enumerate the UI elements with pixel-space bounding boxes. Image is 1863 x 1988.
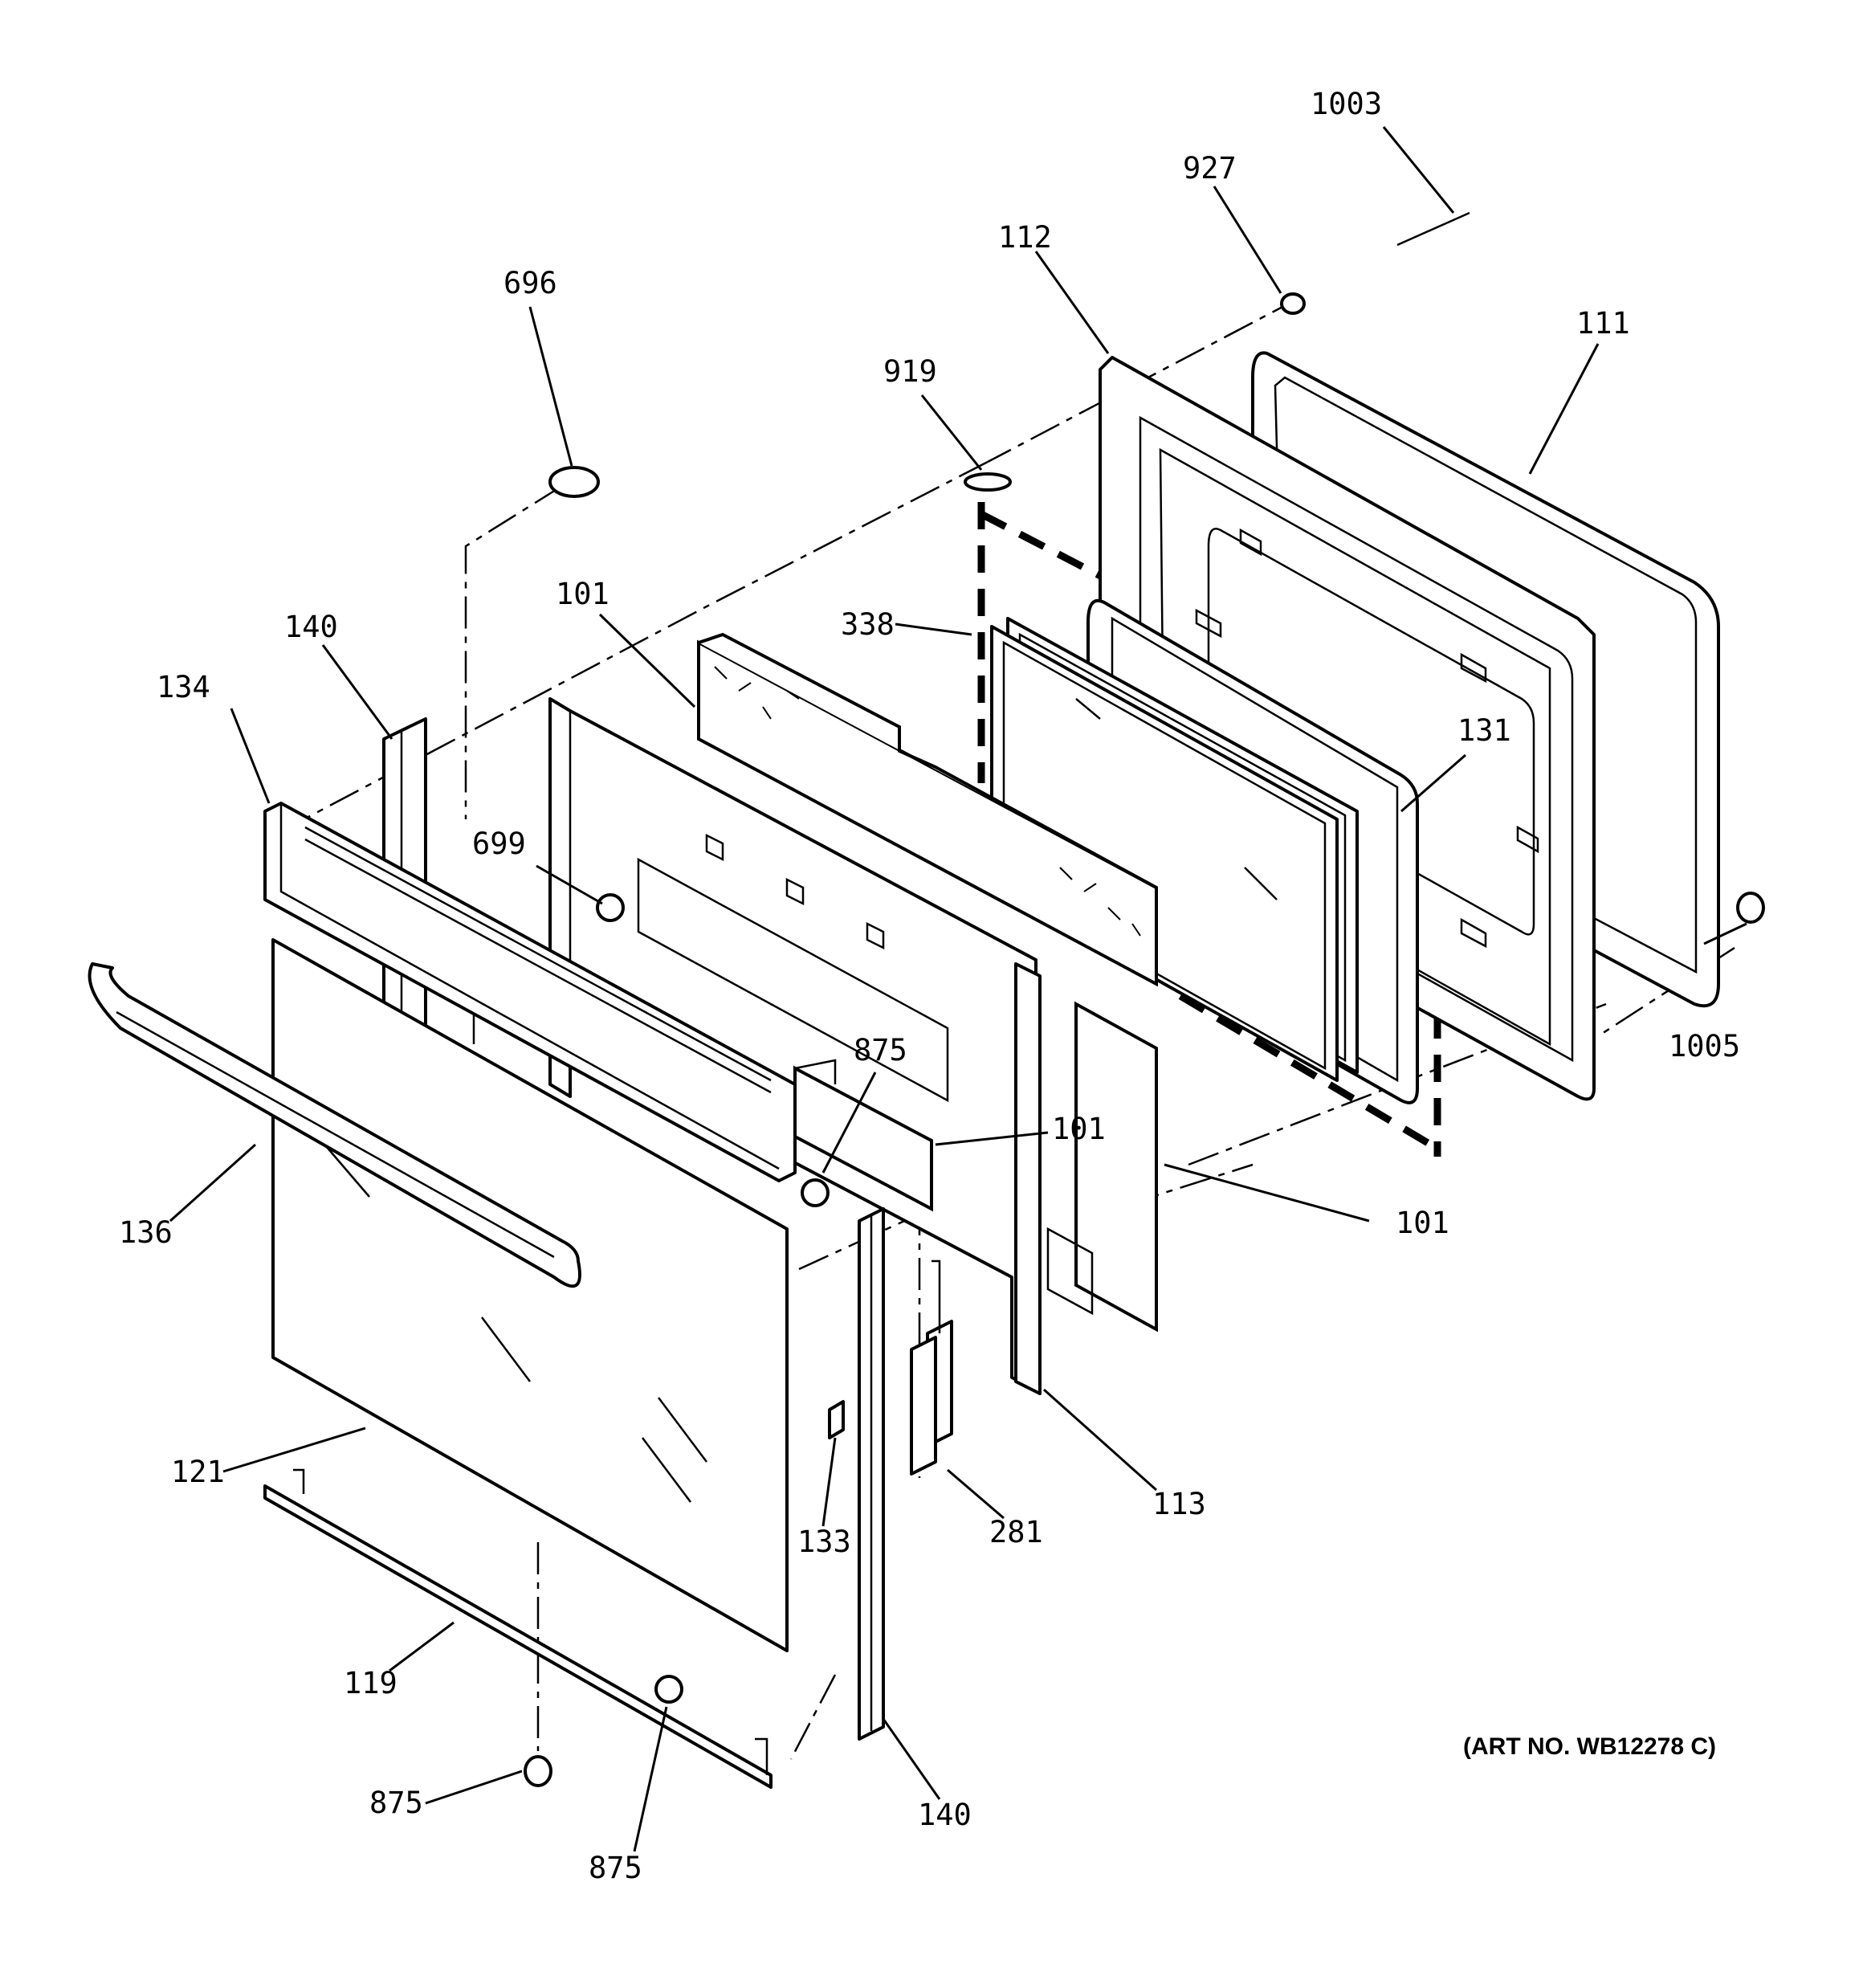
screw-1003 (1396, 211, 1470, 247)
hinge-281 (910, 1259, 953, 1476)
label-134: 134 (157, 670, 210, 704)
screw-1005 (1736, 892, 1765, 924)
outer-door-glass-121 (271, 938, 789, 1652)
label-119: 119 (344, 1666, 397, 1700)
door-vent-trim-134 (263, 802, 797, 1182)
screw-875-bottom (654, 1675, 683, 1704)
hinge-channel-140-right (858, 1207, 885, 1741)
label-140-top: 140 (284, 610, 338, 644)
insulation-block-101-top (697, 632, 1158, 987)
label-875-center: 875 (854, 1033, 907, 1067)
pin-919 (964, 472, 1012, 492)
washer-927 (1280, 292, 1306, 315)
clip-133 (828, 1400, 845, 1439)
label-1005: 1005 (1669, 1029, 1740, 1063)
label-140-bottom: 140 (918, 1798, 972, 1832)
door-handle-136 (88, 962, 581, 1288)
label-133: 133 (797, 1525, 851, 1559)
label-1003: 1003 (1311, 87, 1382, 121)
label-699: 699 (472, 827, 526, 861)
label-338: 338 (841, 607, 895, 642)
insulation-speckle (714, 666, 1141, 937)
label-281: 281 (989, 1515, 1043, 1549)
leader-lines (169, 126, 1747, 1852)
label-696: 696 (503, 266, 557, 300)
inner-door-panel-113 (548, 697, 1042, 1395)
screw-699 (596, 893, 625, 922)
screw-696 (548, 466, 600, 498)
label-101-top: 101 (556, 577, 609, 611)
label-111: 111 (1576, 306, 1630, 341)
bottom-trim-119 (263, 1468, 773, 1789)
label-136: 136 (119, 1215, 173, 1250)
label-919: 919 (883, 354, 937, 389)
label-875-left: 875 (369, 1786, 423, 1820)
label-927: 927 (1183, 151, 1237, 186)
label-101-middle: 101 (1052, 1112, 1106, 1146)
label-875-bottom: 875 (589, 1851, 642, 1885)
label-112: 112 (998, 220, 1052, 255)
screw-875-bottom-left (524, 1755, 552, 1787)
insulation-side-101-right (1046, 1001, 1158, 1333)
label-131: 131 (1457, 713, 1511, 748)
part-labels: 1003 927 112 111 696 919 101 338 140 134… (119, 87, 1740, 1885)
label-113: 113 (1152, 1487, 1206, 1521)
label-101-bottom: 101 (1396, 1206, 1449, 1240)
screw-875-center (801, 1178, 830, 1207)
window-glass-assembly (990, 617, 1359, 1082)
art-number: (ART NO. WB12278 C) (1463, 1733, 1716, 1760)
label-121: 121 (171, 1455, 225, 1489)
fasteners (524, 211, 1765, 1787)
